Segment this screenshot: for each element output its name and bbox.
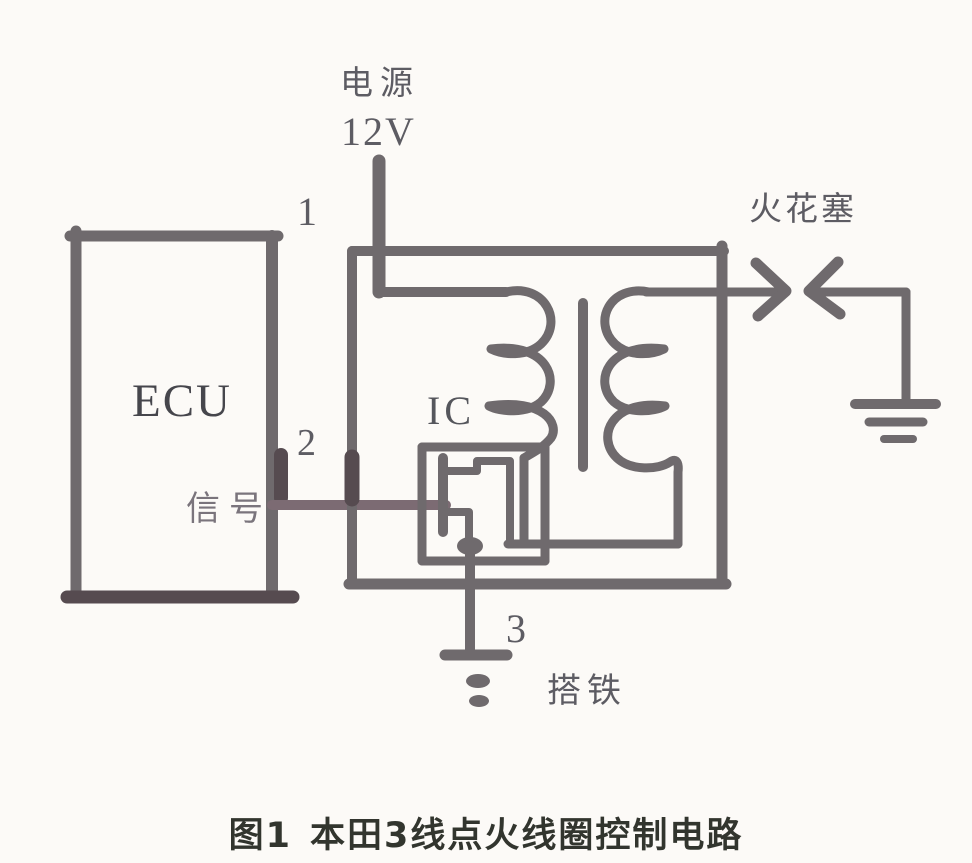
coil-box [343, 240, 732, 590]
pin3-label: 3 [506, 606, 526, 651]
ground-symbol-right [850, 399, 941, 443]
secondary-winding [600, 286, 683, 549]
ecu-box [60, 225, 300, 604]
figure-title: 本田3线点火线圈控制电路 [310, 816, 744, 856]
ground-label: 搭铁 [547, 673, 627, 710]
spark-plug-label: 火花塞 [749, 192, 857, 228]
ecu-label: ECU [132, 375, 232, 427]
pin2-label: 2 [297, 422, 316, 464]
spark-plug-gap [641, 256, 911, 405]
primary-winding [484, 286, 558, 548]
power-wire [372, 154, 511, 299]
voltage-label: 12V [341, 109, 416, 154]
spark-arrow-right-icon [750, 257, 792, 322]
pin1-label: 1 [297, 189, 317, 234]
transistor-collector-lead [441, 457, 514, 475]
transistor [438, 453, 514, 564]
ground-wire-bottom [439, 541, 513, 707]
ic-box [417, 442, 550, 566]
figure-number: 图1 [228, 816, 292, 856]
signal-label: 信号 [186, 491, 272, 528]
power-label: 电源 [340, 66, 420, 102]
ic-label: IC [427, 388, 475, 433]
figure-caption: 图1 本田3线点火线圈控制电路 [0, 807, 972, 858]
